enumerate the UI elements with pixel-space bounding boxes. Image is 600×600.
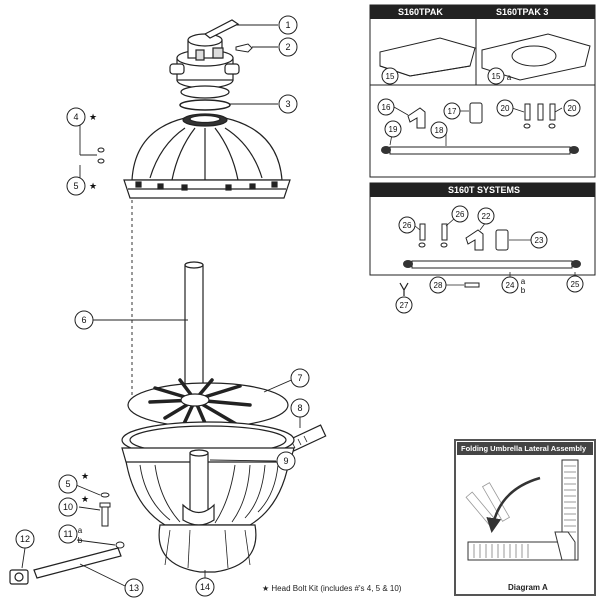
panel-title-s160tpak: S160TPAK — [398, 7, 443, 17]
drain-o-ring — [115, 541, 125, 549]
callout-27: 27 — [400, 301, 409, 310]
callout-11-b: b — [78, 536, 83, 545]
callout-24-a: a — [521, 277, 526, 286]
callout-19: 19 — [389, 125, 398, 134]
callout-5-bottom: 5 — [65, 479, 70, 489]
callout-14: 14 — [200, 582, 210, 592]
callout-8: 8 — [297, 403, 302, 413]
standpipe — [184, 261, 204, 396]
callout-5-top: 5 — [73, 181, 78, 191]
callout-17: 17 — [448, 107, 457, 116]
callout-12: 12 — [20, 534, 30, 544]
callout-numbers-main: 1 2 3 4 5 6 7 8 9 5 10 11 12 13 14 — [20, 20, 303, 593]
callout-11: 11 — [63, 529, 72, 539]
valve-o-ring — [179, 99, 231, 111]
footnote-star: ★ — [262, 584, 270, 593]
drain-pipe — [33, 547, 122, 579]
callout-10: 10 — [63, 502, 73, 512]
panel-s160tpak: 15 15 a 16 17 19 18 20 20 — [369, 4, 596, 178]
star-5-bottom: ★ — [81, 471, 89, 481]
callout-20-b: 20 — [568, 104, 577, 113]
callout-18: 18 — [435, 126, 444, 135]
callout-15a-sub: a — [507, 73, 512, 82]
callout-16: 16 — [382, 103, 391, 112]
callout-24-b: b — [521, 286, 526, 295]
diagram-a-caption: Diagram A — [508, 583, 548, 592]
head-bolt-kit-note: ★ Head Bolt Kit (includes #'s 4, 5 & 10) — [262, 584, 401, 593]
filter-head-dome — [123, 113, 291, 199]
callout-24: 24 — [506, 281, 515, 290]
callout-13: 13 — [129, 583, 139, 593]
star-5-top: ★ — [89, 181, 97, 191]
footnote-text: Head Bolt Kit (includes #'s 4, 5 & 10) — [271, 584, 402, 593]
systems-extra-parts: 26 26 22 23 24 a b 25 27 28 — [395, 205, 584, 314]
callout-26: 26 — [403, 221, 412, 230]
callout-15: 15 — [386, 72, 395, 81]
callout-3: 3 — [285, 99, 290, 109]
head-bolt — [99, 492, 111, 527]
pressure-gauge — [235, 43, 253, 53]
panel-title-s160tpak-3: S160TPAK 3 — [496, 7, 549, 17]
callout-2: 2 — [285, 42, 290, 52]
star-10: ★ — [81, 494, 89, 504]
callout-15a: 15 — [492, 72, 501, 81]
callout-26-b: 26 — [456, 210, 465, 219]
callout-subletters-main: a b — [78, 526, 83, 545]
drain-cap — [9, 569, 29, 585]
callout-9: 9 — [283, 456, 288, 466]
callout-circles-main — [15, 15, 310, 598]
fold-arrow-icon — [486, 476, 541, 533]
star-4: ★ — [89, 112, 97, 122]
callout-4: 4 — [73, 112, 78, 122]
panel-umbrella-lateral — [454, 439, 596, 596]
callout-20: 20 — [501, 104, 510, 113]
head-bolt-washer — [97, 147, 105, 164]
callout-1: 1 — [285, 20, 290, 30]
panel-title-umbrella: Folding Umbrella Lateral Assembly — [461, 444, 587, 453]
panel-title-s160t-systems: S160T SYSTEMS — [448, 185, 521, 195]
leader-lines — [21, 24, 301, 587]
callout-7: 7 — [297, 373, 302, 383]
filter-tank — [121, 421, 295, 573]
callout-28: 28 — [434, 281, 443, 290]
callout-25: 25 — [571, 280, 580, 289]
kit-stars: ★ ★ ★ ★ — [81, 112, 97, 504]
multiport-valve — [169, 19, 240, 99]
callout-22: 22 — [482, 212, 491, 221]
callout-23: 23 — [535, 236, 544, 245]
callout-11-a: a — [78, 526, 83, 535]
callout-6: 6 — [81, 315, 86, 325]
